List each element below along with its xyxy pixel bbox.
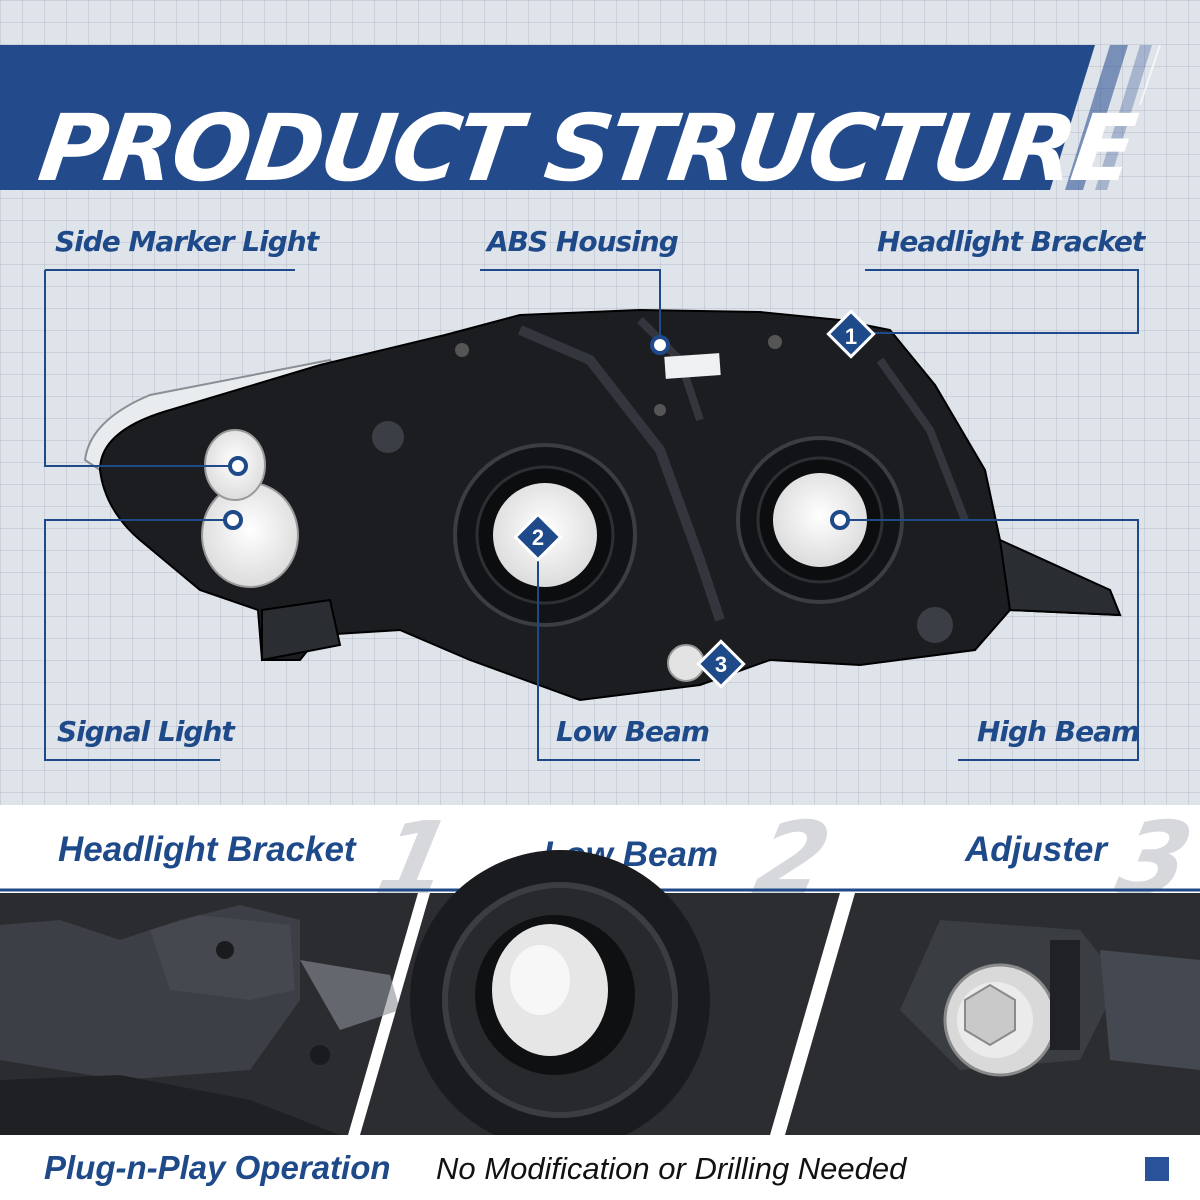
footer-bar: Plug-n-Play Operation No Modification or… [0, 1135, 1200, 1200]
feature-label-adjuster: Adjuster [965, 830, 1107, 869]
marker-1-label: 1 [845, 324, 857, 349]
feature-label-headlight-bracket: Headlight Bracket [58, 830, 356, 869]
callout-low-beam: Low Beam [556, 715, 710, 748]
callout-signal-light: Signal Light [57, 715, 235, 748]
photo-headlight-bracket [0, 893, 418, 1135]
footer-square-icon [1145, 1157, 1169, 1181]
callout-side-marker-light: Side Marker Light [55, 225, 319, 258]
marker-3-label: 3 [715, 652, 727, 677]
callout-abs-housing: ABS Housing [487, 225, 679, 258]
marker-1: 1 [826, 309, 876, 359]
marker-2-label: 2 [532, 525, 544, 550]
diamond-markers: 1 2 3 [513, 309, 876, 689]
marker-3: 3 [696, 639, 746, 689]
photo-low-beam [360, 850, 840, 1150]
footer-title: Plug-n-Play Operation [44, 1149, 391, 1186]
callout-lines [44, 269, 1139, 761]
callout-headlight-bracket: Headlight Bracket [877, 225, 1145, 258]
banner-shape [0, 44, 1161, 190]
marker-2: 2 [513, 512, 563, 562]
photo-adjuster [785, 893, 1200, 1135]
callout-high-beam: High Beam [977, 715, 1140, 748]
title-banner: PRODUCT STRUCTURE [0, 44, 1200, 202]
footer-subtitle: No Modification or Drilling Needed [436, 1151, 907, 1186]
